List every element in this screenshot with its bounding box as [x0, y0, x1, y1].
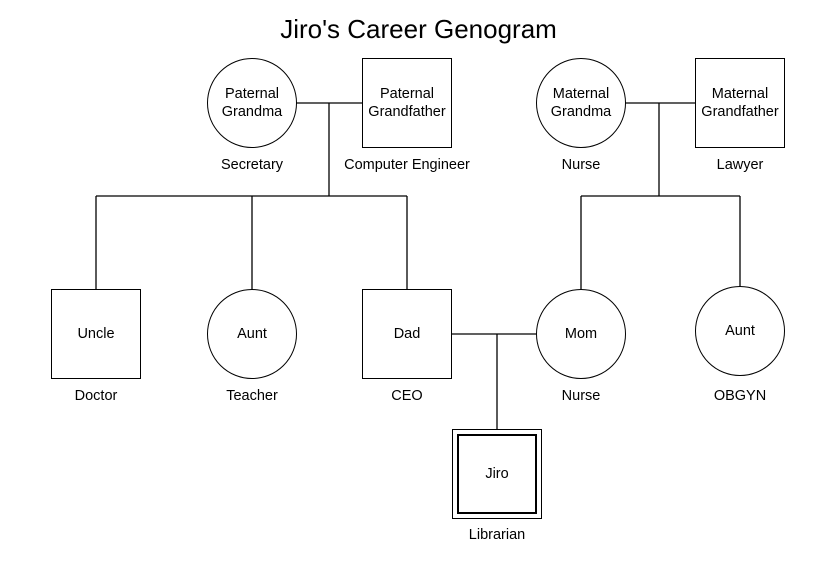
aunt-paternal-name: Aunt: [237, 326, 267, 342]
mom-name: Mom: [564, 326, 598, 342]
aunt-maternal-career: OBGYN: [713, 388, 767, 404]
aunt-maternal-name: Aunt: [725, 323, 755, 339]
maternal-grandma-career: Nurse: [561, 157, 601, 173]
jiro-career: Librarian: [468, 527, 526, 543]
dad-node: Dad: [362, 289, 452, 379]
paternal-grandfather-career: Computer Engineer: [344, 157, 470, 173]
aunt-maternal-node: Aunt: [695, 286, 785, 376]
maternal-grandfather-career: Lawyer: [716, 157, 764, 173]
uncle-name: Uncle: [77, 326, 115, 342]
jiro-name: Jiro: [485, 466, 509, 482]
aunt-paternal-career: Teacher: [226, 388, 278, 404]
jiro-node: Jiro: [452, 429, 542, 519]
diagram-title: Jiro's Career Genogram: [280, 14, 557, 44]
paternal-grandfather-node: Paternal Grandfather: [362, 58, 452, 148]
paternal-grandma-career: Secretary: [220, 157, 284, 173]
dad-career: CEO: [391, 388, 423, 404]
maternal-grandma-node: Maternal Grandma: [536, 58, 626, 148]
paternal-grandma-name: Paternal Grandma: [221, 86, 283, 120]
paternal-grandma-node: Paternal Grandma: [207, 58, 297, 148]
maternal-grandfather-name: Maternal Grandfather: [701, 86, 779, 120]
mom-node: Mom: [536, 289, 626, 379]
jiro-inner-box: Jiro: [457, 434, 537, 514]
mom-career: Nurse: [561, 388, 601, 404]
aunt-paternal-node: Aunt: [207, 289, 297, 379]
maternal-grandma-name: Maternal Grandma: [550, 86, 612, 120]
maternal-grandfather-node: Maternal Grandfather: [695, 58, 785, 148]
uncle-career: Doctor: [74, 388, 118, 404]
uncle-node: Uncle: [51, 289, 141, 379]
paternal-grandfather-name: Paternal Grandfather: [368, 86, 446, 120]
dad-name: Dad: [393, 326, 421, 342]
